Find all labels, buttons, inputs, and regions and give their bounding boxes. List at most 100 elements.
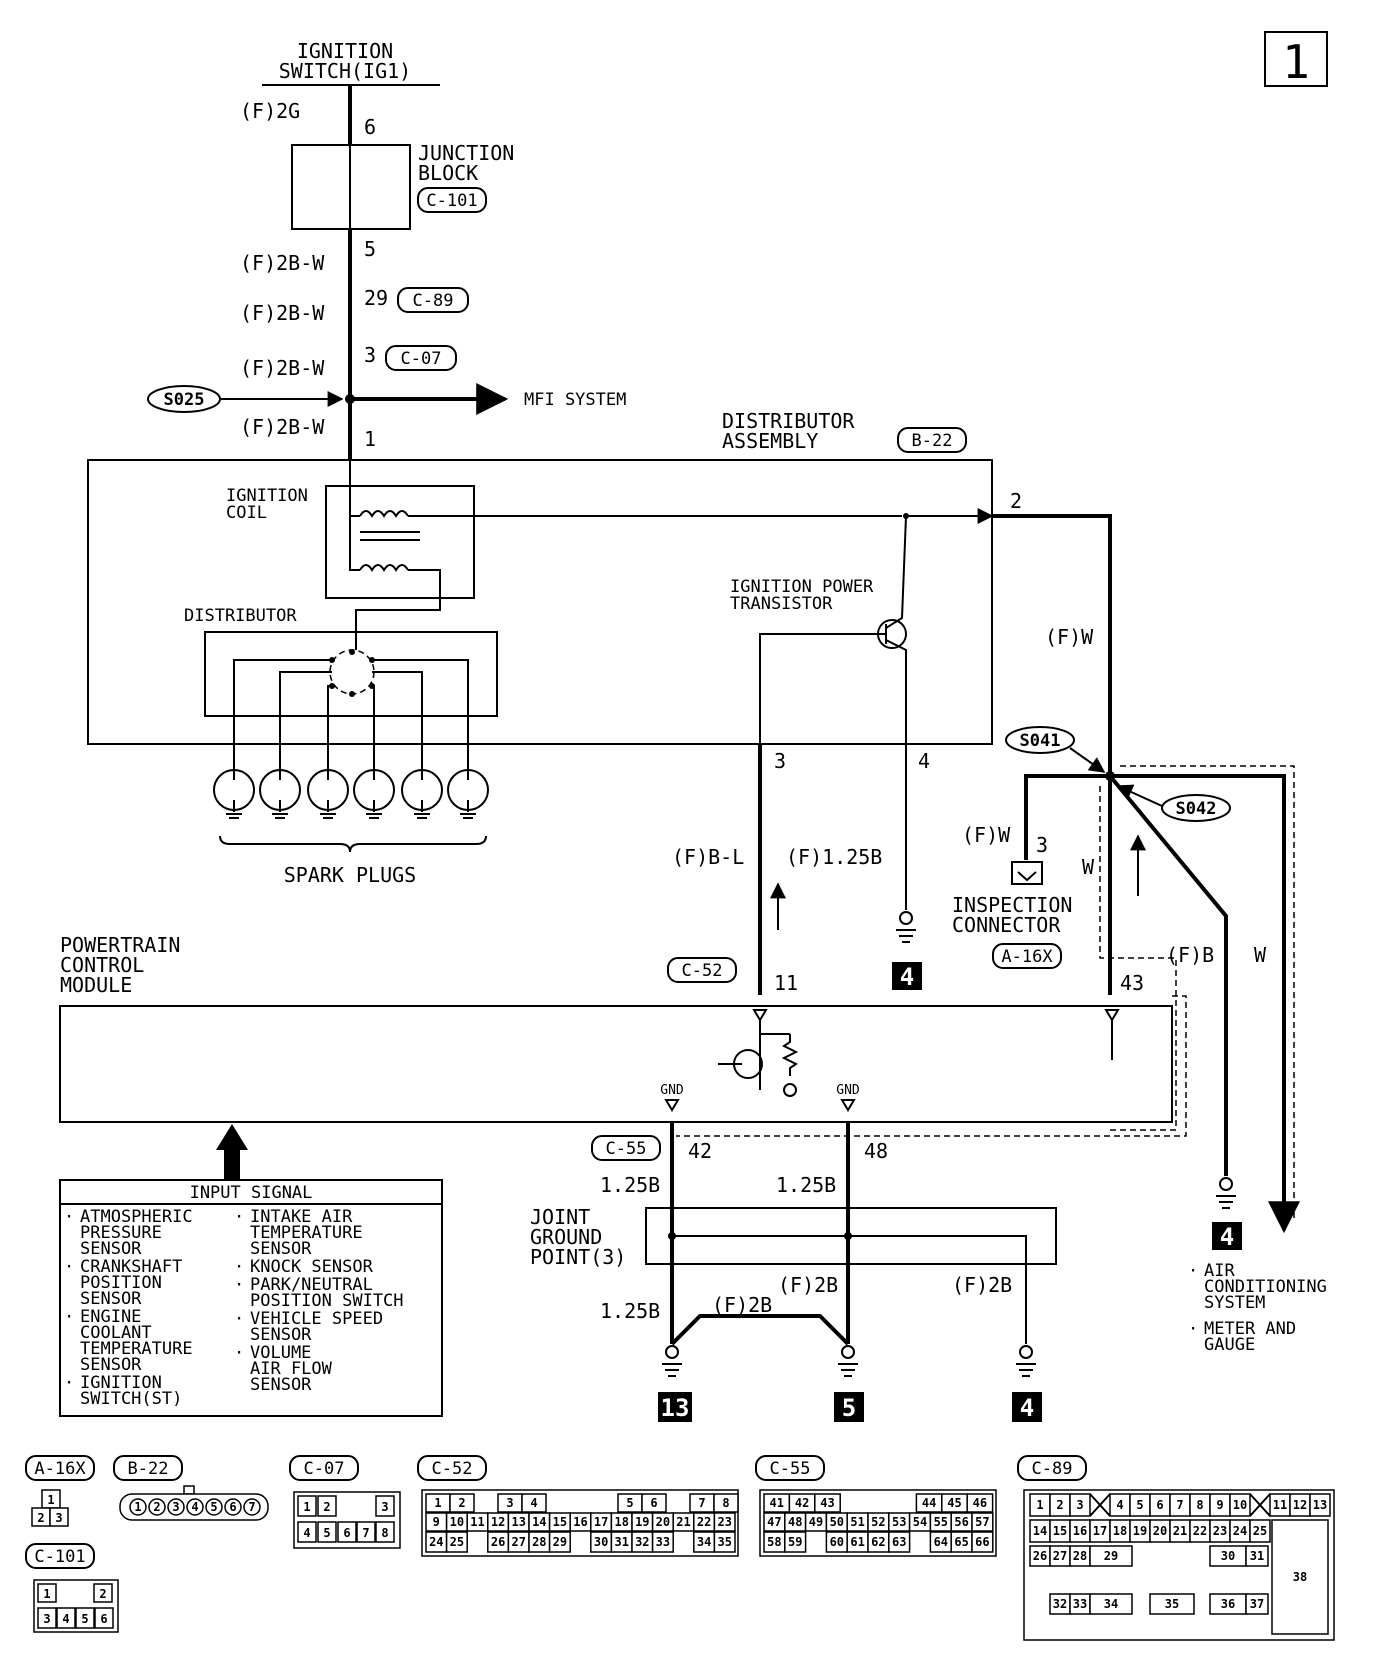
wire-label-f2g: (F)2G — [240, 99, 300, 123]
empty-slot-icon — [1249, 1493, 1271, 1517]
distributor-assembly-code: B-22 — [912, 431, 953, 451]
pin-number: 21 — [676, 1515, 690, 1529]
wire-label-w2: W — [1254, 943, 1267, 967]
ground-ref-13: 13 — [661, 1394, 690, 1422]
pin-number: 18 — [614, 1515, 628, 1529]
input-right-2-1: KNOCK SENSOR — [250, 1257, 374, 1277]
pin-number: 57 — [975, 1515, 989, 1529]
conn-c52-pill — [667, 957, 737, 983]
powertrain-control-module: POWERTRAIN CONTROL MODULE C-52 11 GND GN… — [59, 933, 1187, 1137]
ground-ref-4a: 4 — [900, 963, 914, 991]
pin-number: 3 — [172, 1500, 179, 1514]
svg-text:·: · — [234, 1309, 244, 1329]
input-signal-box: INPUT SIGNAL · ATMOSPHERIC PRESSURE SENS… — [59, 1179, 443, 1417]
svg-text:·: · — [64, 1307, 74, 1327]
power-transistor-label-1: IGNITION POWER — [730, 577, 874, 597]
pin-number: 14 — [1033, 1524, 1047, 1538]
pin-number: 50 — [830, 1515, 844, 1529]
inspection-connector-label-2: CONNECTOR — [952, 913, 1061, 937]
empty-slot-icon — [1089, 1493, 1111, 1517]
input-left-1-1: ATMOSPHERIC — [80, 1207, 193, 1227]
pin-number: 2 — [1056, 1498, 1063, 1512]
pin-cell — [129, 1498, 147, 1516]
input-right-5-2: AIR FLOW — [250, 1359, 333, 1379]
distributor-assembly-label-2: ASSEMBLY — [722, 429, 818, 453]
pin-cell — [713, 1512, 736, 1532]
pin-cell — [1245, 1545, 1269, 1567]
pin-number: 54 — [913, 1515, 927, 1529]
input-right-list: · INTAKE AIR TEMPERATURE SENSOR · KNOCK … — [234, 1207, 404, 1395]
pin-cell — [784, 1531, 807, 1553]
pin-number: 31 — [1250, 1549, 1264, 1563]
pin-number: 37 — [1250, 1597, 1264, 1611]
wire-label-w1: W — [1082, 855, 1095, 879]
pin-number: 35 — [717, 1535, 731, 1549]
svg-text:·: · — [64, 1373, 74, 1393]
pin-number: 60 — [830, 1535, 844, 1549]
pin-number: 11 — [1273, 1498, 1287, 1512]
pin-number: 8 — [1196, 1498, 1203, 1512]
page-number: 1 — [1282, 35, 1310, 89]
splice-s042: S042 — [1176, 799, 1217, 819]
pin-number: 29 — [1104, 1549, 1118, 1563]
pin-number: 27 — [1053, 1549, 1067, 1563]
svg-text:·: · — [1188, 1319, 1198, 1339]
pin-number: 18 — [1113, 1524, 1127, 1538]
pin-number: 33 — [656, 1535, 670, 1549]
spark-plug-icon — [401, 769, 443, 819]
pin-4-transistor: 4 — [918, 749, 930, 773]
pin-1: 1 — [364, 427, 376, 451]
pin-number: 17 — [1093, 1524, 1107, 1538]
pin-number: 5 — [1136, 1498, 1143, 1512]
pin-cell — [713, 1493, 739, 1513]
splice-s041-oval — [1005, 726, 1075, 754]
pin-number: 36 — [1221, 1597, 1235, 1611]
distributor: DISTRIBUTOR — [184, 606, 498, 780]
pin-number: 19 — [635, 1515, 649, 1529]
pin-number: 66 — [975, 1535, 989, 1549]
pin-number: 47 — [767, 1515, 781, 1529]
pin-cell — [449, 1493, 475, 1513]
pin-cell: 6 — [100, 1612, 107, 1626]
pin-cell — [971, 1531, 994, 1553]
pin-number: 22 — [697, 1515, 711, 1529]
ignition-coil-label-1: IGNITION — [226, 486, 308, 506]
joint-ground-label-3: POINT(3) — [530, 1245, 626, 1269]
pin-number: 9 — [433, 1515, 440, 1529]
pin-29: 29 — [364, 286, 388, 310]
spark-plug-icon — [307, 769, 349, 819]
distributor-assembly-code-pill — [897, 427, 967, 453]
wire-label-125b-c: 1.25B — [600, 1299, 660, 1323]
pin-cell: 2 — [37, 1511, 44, 1525]
ground-ref-box — [1012, 1392, 1042, 1422]
spark-plugs-label: SPARK PLUGS — [284, 863, 416, 887]
svg-text:·: · — [234, 1257, 244, 1277]
pin-cell: 6 — [343, 1526, 350, 1540]
pin-number: 28 — [1073, 1549, 1087, 1563]
pin-cell: 1 — [47, 1493, 54, 1507]
pin-number: 29 — [553, 1535, 567, 1549]
input-left-1-2: PRESSURE — [80, 1223, 162, 1243]
pin-cell — [224, 1498, 242, 1516]
distributor-assembly-label-1: DISTRIBUTOR — [722, 409, 855, 433]
pin-cell — [186, 1498, 204, 1516]
input-left-4-2: SWITCH(ST) — [80, 1389, 182, 1409]
pin-number: 9 — [1216, 1498, 1223, 1512]
rotor-icon — [329, 649, 375, 695]
pin-cell — [966, 1493, 994, 1513]
ground-ref-box — [892, 962, 922, 990]
svg-text:·: · — [234, 1343, 244, 1363]
pin-number: 43 — [820, 1496, 834, 1510]
pin-3-insp: 3 — [1036, 833, 1048, 857]
pin-number: 26 — [1033, 1549, 1047, 1563]
pin-cell — [1069, 1493, 1091, 1517]
pin-number: 3 — [1076, 1498, 1083, 1512]
conn-c89-label: C-89 — [413, 291, 454, 311]
ground-ref-box — [658, 1392, 692, 1422]
gnd-icon — [664, 1099, 680, 1112]
pin-number: 14 — [532, 1515, 546, 1529]
pin-cell: 4 — [303, 1526, 310, 1540]
pin-cell: 1 — [43, 1587, 50, 1601]
pin-number: 62 — [871, 1535, 885, 1549]
